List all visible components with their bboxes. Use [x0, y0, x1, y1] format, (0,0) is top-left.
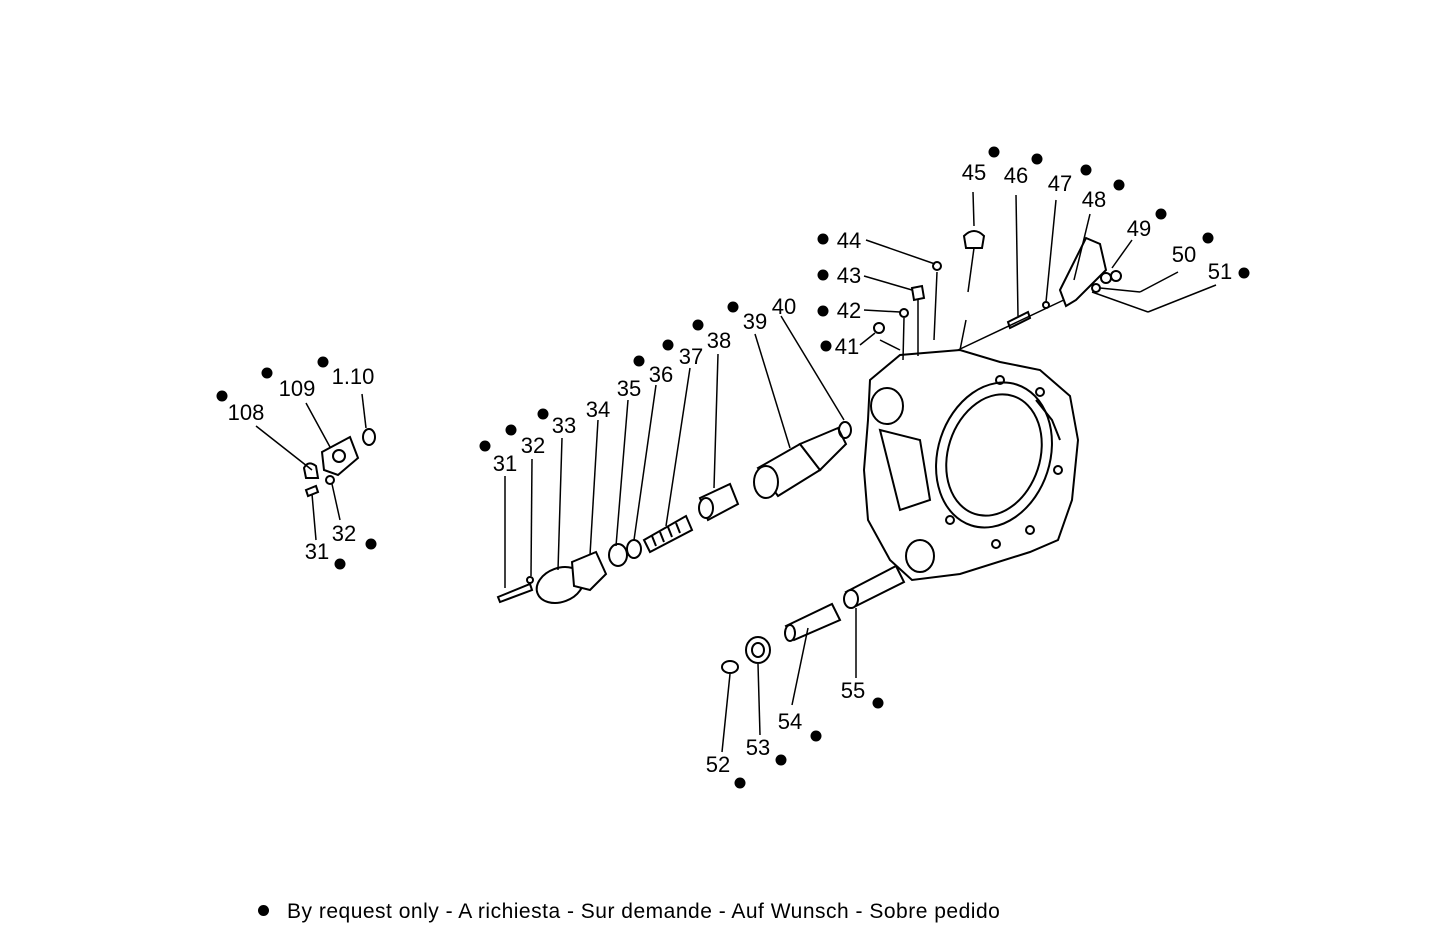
top-parts — [859, 191, 1217, 361]
part-label-31-left: 31 — [304, 539, 330, 564]
request-marker-37 — [662, 339, 674, 351]
part-label-32-left: 32 — [331, 521, 357, 546]
part-label-50: 50 — [1171, 242, 1197, 267]
request-marker-108 — [216, 390, 228, 402]
request-marker-55 — [872, 697, 884, 709]
request-marker-47 — [1080, 164, 1092, 176]
legend-text: By request only - A richiesta - Sur dema… — [287, 900, 1001, 923]
part-label-34: 34 — [585, 397, 611, 422]
request-marker-36 — [633, 355, 645, 367]
part-label-31: 31 — [492, 451, 518, 476]
part-label-43: 43 — [836, 263, 862, 288]
request-marker-46 — [1031, 153, 1043, 165]
part-label-108: 108 — [227, 400, 265, 425]
transmission-housing — [862, 348, 1080, 582]
request-marker-42 — [817, 305, 829, 317]
part-label-46: 46 — [1003, 163, 1029, 188]
part-label-36: 36 — [648, 362, 674, 387]
part-label-51: 51 — [1207, 259, 1233, 284]
legend-bullet — [258, 904, 269, 916]
request-marker-53 — [775, 754, 787, 766]
part-label-37: 37 — [678, 344, 704, 369]
part-label-54: 54 — [777, 709, 803, 734]
request-marker-32-left — [365, 538, 377, 550]
request-marker-54 — [810, 730, 822, 742]
request-marker-33 — [537, 408, 549, 420]
part-label-48: 48 — [1081, 187, 1107, 212]
request-marker-45 — [988, 146, 1000, 158]
part-label-53: 53 — [745, 735, 771, 760]
part-label-109: 109 — [278, 376, 316, 401]
request-marker-48 — [1113, 179, 1125, 191]
request-marker-110 — [317, 356, 329, 368]
part-label-47: 47 — [1047, 171, 1073, 196]
request-marker-31-left — [334, 558, 346, 570]
part-label-41: 41 — [834, 334, 860, 359]
part-label-42: 42 — [836, 298, 862, 323]
legend: By request only - A richiesta - Sur dema… — [258, 900, 1000, 924]
request-marker-41 — [820, 340, 832, 352]
part-label-39: 39 — [742, 309, 768, 334]
part-label-52: 52 — [705, 752, 731, 777]
part-label-35: 35 — [616, 376, 642, 401]
part-label-49: 49 — [1126, 216, 1152, 241]
cover-plate-assembly-left — [255, 393, 376, 541]
request-marker-51 — [1238, 267, 1250, 279]
part-label-45: 45 — [961, 160, 987, 185]
request-marker-109 — [261, 367, 273, 379]
request-marker-32 — [505, 424, 517, 436]
part-label-32: 32 — [520, 433, 546, 458]
request-marker-50 — [1202, 232, 1214, 244]
part-label-110: 1.10 — [331, 364, 375, 389]
request-marker-43 — [817, 269, 829, 281]
bottom-parts — [721, 564, 906, 753]
request-marker-39 — [727, 301, 739, 313]
request-marker-31 — [479, 440, 491, 452]
request-marker-38 — [692, 319, 704, 331]
request-marker-52 — [734, 777, 746, 789]
request-marker-49 — [1155, 208, 1167, 220]
part-label-38: 38 — [706, 328, 732, 353]
part-label-55: 55 — [840, 678, 866, 703]
part-label-33: 33 — [551, 413, 577, 438]
valve-parts-chain — [496, 315, 852, 604]
part-label-40: 40 — [771, 294, 797, 319]
request-marker-44 — [817, 233, 829, 245]
part-label-44: 44 — [836, 228, 862, 253]
